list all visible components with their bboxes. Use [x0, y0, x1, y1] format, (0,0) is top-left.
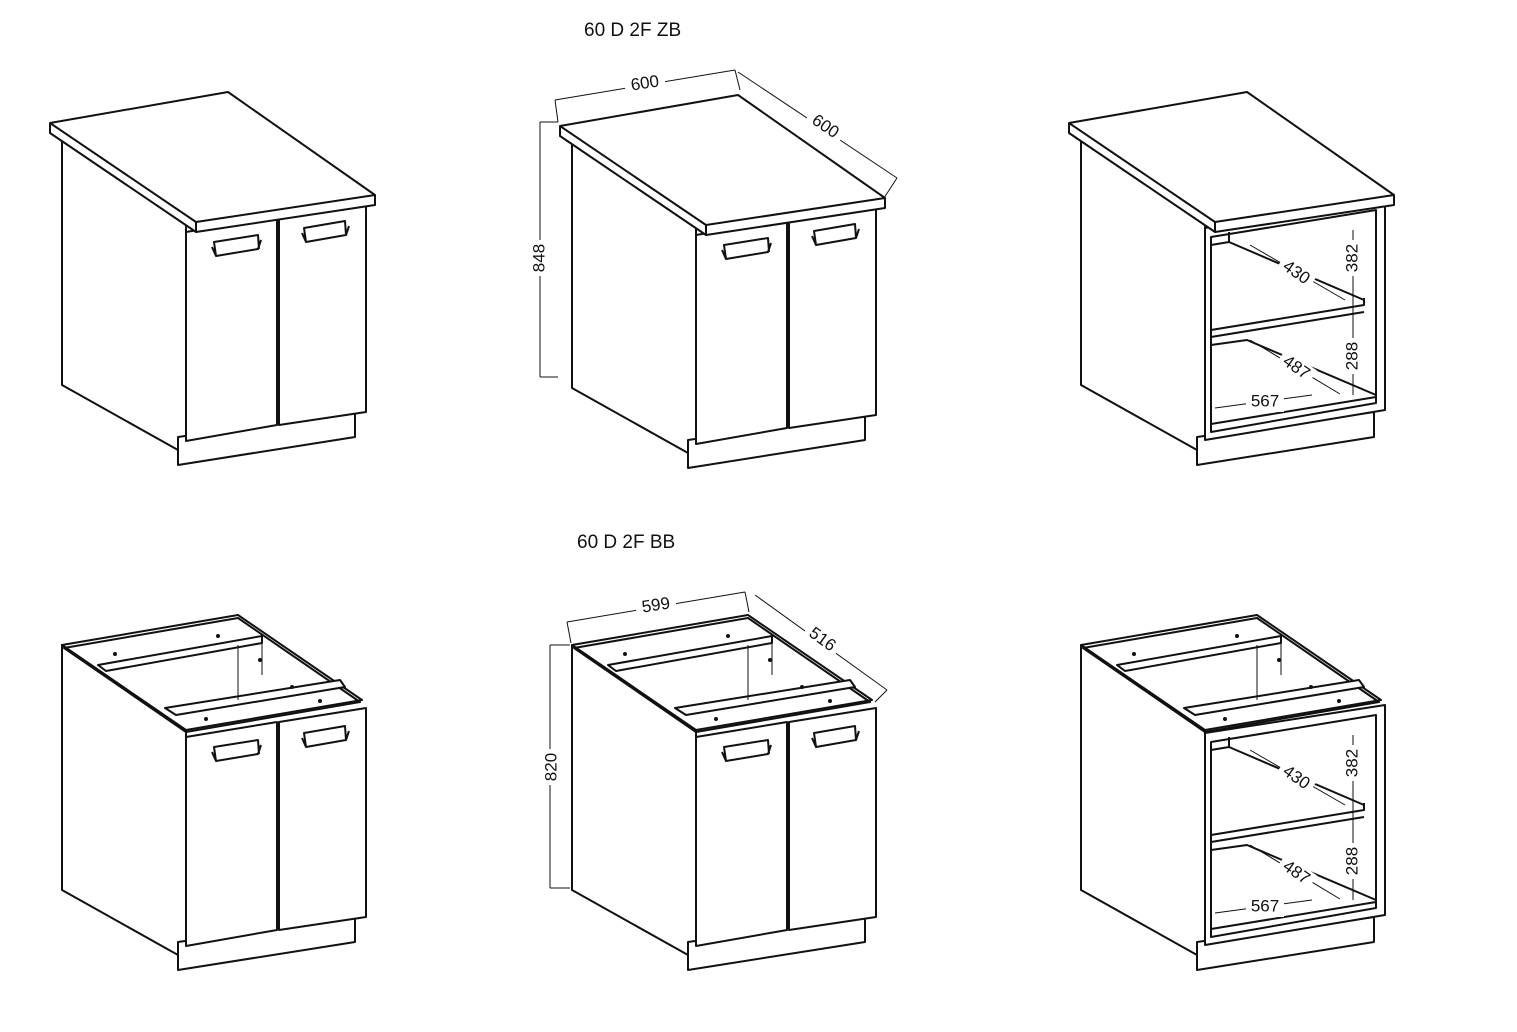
cabinet-bottom-right	[1080, 614, 1386, 971]
cabinet-top-right	[1068, 91, 1395, 466]
dimensions-bottom-middle: 599 516 820	[540, 591, 888, 889]
cabinet-bottom-middle	[571, 614, 877, 971]
dim-height-bottom: 820	[541, 753, 560, 781]
dim-height-top: 848	[529, 244, 548, 272]
title-top: 60 D 2F ZB	[584, 20, 681, 41]
dim-lower-height: 288	[1342, 847, 1361, 875]
dim-inner-width: 567	[1251, 391, 1279, 410]
dim-width-top: 600	[629, 71, 660, 94]
dimensions-top-middle: 600 600 848	[529, 69, 898, 378]
dim-width-bottom: 599	[640, 593, 671, 616]
title-bottom: 60 D 2F BB	[577, 532, 675, 553]
cabinet-bottom-left	[61, 614, 367, 971]
dim-upper-height: 382	[1342, 244, 1361, 272]
dim-upper-height: 382	[1342, 749, 1361, 777]
dim-lower-height: 288	[1342, 342, 1361, 370]
cabinet-top-left	[49, 91, 376, 466]
dimensions-interior-bottom: 382 430 288 487 567	[1214, 735, 1363, 917]
dimensions-interior-top: 382 430 288 487 567	[1214, 230, 1363, 412]
dim-inner-width: 567	[1251, 896, 1279, 915]
cabinet-top-middle	[559, 94, 886, 469]
